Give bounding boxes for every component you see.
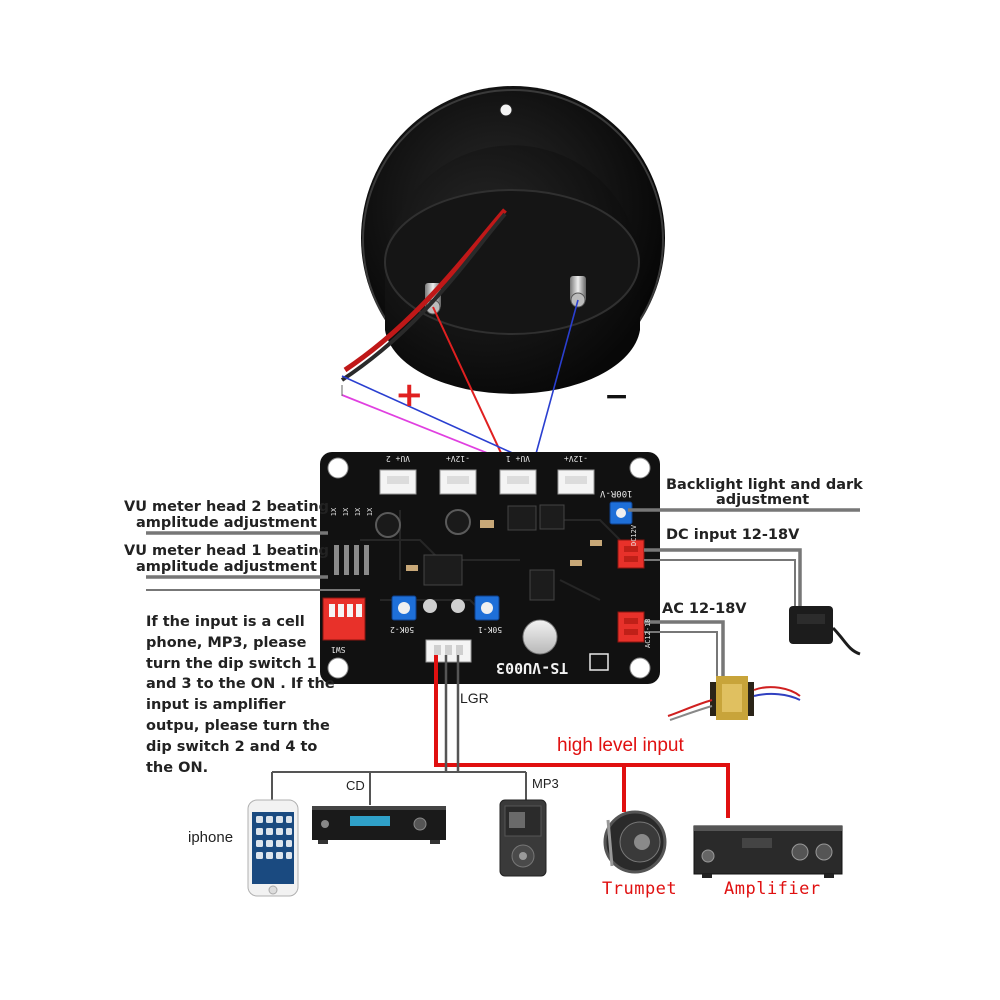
pot-label-2: 50K-2	[390, 625, 415, 634]
amplifier-label: Amplifier	[724, 879, 821, 899]
pcb-board	[320, 452, 660, 684]
header-label-vu1: VU+ 1	[505, 454, 531, 463]
mp3-label: MP3	[532, 776, 559, 791]
trumpet-speaker-image	[603, 810, 667, 874]
callout-vu1-line1: VU meter head 1 beating	[124, 543, 330, 559]
amplifier-image	[693, 825, 843, 878]
callout-backlight-line1: Backlight light and dark	[666, 477, 863, 493]
header-label-12v-1: -12V+	[445, 454, 471, 463]
board-model-label: TS-VU003	[496, 659, 569, 677]
pot-label-backlight: 100R-V	[600, 488, 633, 498]
dip-switch-marks: 1X 1X 1X 1X	[330, 508, 390, 544]
dip-mark-4: 1X	[366, 507, 375, 517]
callout-leaders	[146, 508, 860, 680]
cd-player-image	[312, 806, 446, 844]
meter-plus-symbol: +	[395, 375, 424, 415]
power-label-ac: AC12-18	[644, 618, 652, 648]
dip-switch-instructions: If the input is a cell phone, MP3, pleas…	[146, 614, 335, 776]
trumpet-label: Trumpet	[602, 879, 678, 899]
callout-vu1-line2: amplitude adjustment	[136, 559, 317, 575]
iphone-label: iphone	[188, 829, 234, 846]
callout-vu2-line1: VU meter head 2 beating	[124, 499, 330, 515]
high-level-input-label: high level input	[557, 735, 684, 756]
iphone-image	[247, 799, 299, 897]
pot-label-1: 50K-1	[478, 625, 503, 634]
dip-mark-1: 1X	[330, 507, 339, 517]
dip-mark-3: 1X	[354, 507, 363, 517]
dc-adapter-image	[789, 606, 861, 656]
callout-backlight-line2: adjustment	[716, 492, 810, 508]
mp3-player-image	[499, 799, 547, 877]
callout-ac-input: AC 12-18V	[662, 601, 747, 617]
lgr-label: LGR	[460, 690, 489, 706]
power-label-dc: DC12V	[630, 524, 638, 546]
source-wiring-lines	[271, 655, 730, 818]
callout-dc-input: DC input 12-18V	[666, 527, 800, 543]
callout-vu2-line2: amplitude adjustment	[136, 515, 317, 531]
vu-meter-head	[340, 86, 665, 394]
header-label-12v-2: -12V+	[563, 454, 589, 463]
cd-label: CD	[346, 778, 365, 793]
ac-transformer-image	[667, 676, 801, 721]
board-header-labels: VU+ 2 -12V+ VU+ 1 -12V+	[380, 454, 596, 466]
meter-minus-symbol: −	[604, 379, 630, 414]
header-label-vu2: VU+ 2	[385, 454, 411, 463]
dip-mark-2: 1X	[342, 507, 351, 517]
